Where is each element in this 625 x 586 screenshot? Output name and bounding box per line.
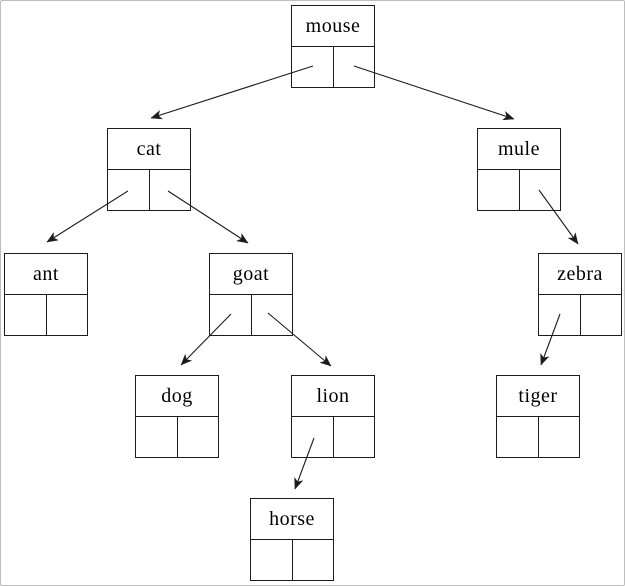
node-pointer-cells xyxy=(477,170,561,211)
left-pointer-cell xyxy=(497,417,538,457)
node-pointer-cells xyxy=(291,417,375,458)
tree-node-tiger: tiger xyxy=(496,375,580,458)
node-pointer-cells xyxy=(107,170,191,211)
right-pointer-cell xyxy=(332,47,375,87)
node-pointer-cells xyxy=(135,417,219,458)
edge-arrow-mouse-cat xyxy=(151,65,314,118)
node-label-goat: goat xyxy=(209,253,293,295)
left-pointer-cell xyxy=(210,295,251,335)
node-label-horse: horse xyxy=(250,498,334,540)
tree-node-zebra: zebra xyxy=(538,253,622,336)
node-label-tiger: tiger xyxy=(496,375,580,417)
right-pointer-cell xyxy=(579,295,622,335)
node-pointer-cells xyxy=(538,295,622,336)
right-pointer-cell xyxy=(45,295,88,335)
node-pointer-cells xyxy=(4,295,88,336)
node-label-mule: mule xyxy=(477,128,561,170)
tree-node-horse: horse xyxy=(250,498,334,581)
left-pointer-cell xyxy=(251,540,292,580)
node-label-lion: lion xyxy=(291,375,375,417)
node-label-dog: dog xyxy=(135,375,219,417)
node-label-ant: ant xyxy=(4,253,88,295)
right-pointer-cell xyxy=(518,170,561,210)
left-pointer-cell xyxy=(136,417,177,457)
node-label-mouse: mouse xyxy=(291,5,375,47)
left-pointer-cell xyxy=(292,47,333,87)
node-pointer-cells xyxy=(496,417,580,458)
node-label-zebra: zebra xyxy=(538,253,622,295)
node-label-cat: cat xyxy=(107,128,191,170)
tree-node-lion: lion xyxy=(291,375,375,458)
right-pointer-cell xyxy=(332,417,375,457)
node-pointer-cells xyxy=(209,295,293,336)
edge-arrow-mouse-mule xyxy=(353,65,514,119)
left-pointer-cell xyxy=(292,417,333,457)
tree-node-cat: cat xyxy=(107,128,191,211)
tree-node-ant: ant xyxy=(4,253,88,336)
right-pointer-cell xyxy=(537,417,580,457)
tree-node-mule: mule xyxy=(477,128,561,211)
left-pointer-cell xyxy=(108,170,149,210)
node-pointer-cells xyxy=(291,47,375,88)
tree-node-dog: dog xyxy=(135,375,219,458)
tree-node-goat: goat xyxy=(209,253,293,336)
tree-node-mouse: mouse xyxy=(291,5,375,88)
left-pointer-cell xyxy=(539,295,580,335)
right-pointer-cell xyxy=(250,295,293,335)
right-pointer-cell xyxy=(176,417,219,457)
right-pointer-cell xyxy=(148,170,191,210)
right-pointer-cell xyxy=(291,540,334,580)
left-pointer-cell xyxy=(478,170,519,210)
left-pointer-cell xyxy=(5,295,46,335)
node-pointer-cells xyxy=(250,540,334,581)
